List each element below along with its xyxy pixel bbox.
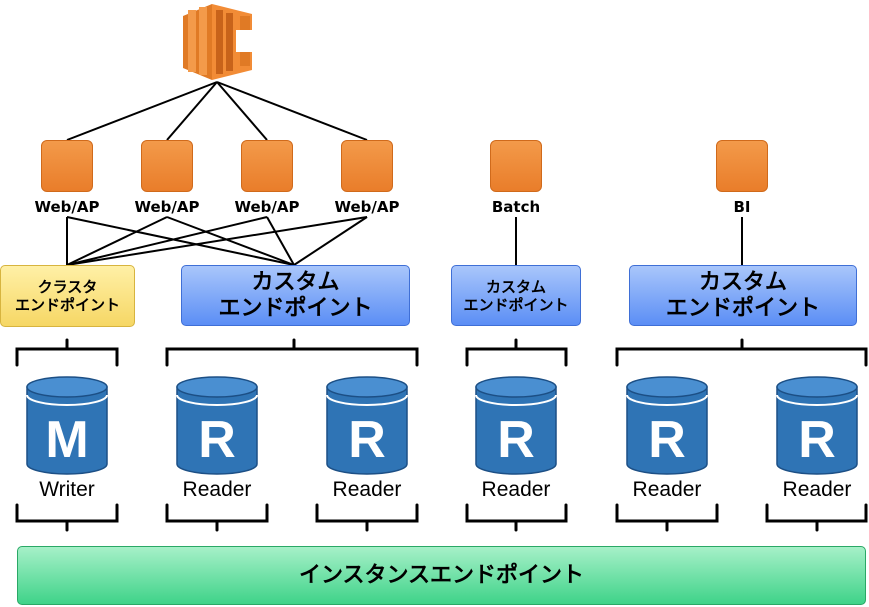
- instance-1-role: Writer: [39, 478, 95, 501]
- instance-3-role: Reader: [332, 478, 402, 501]
- custom-endpoint-1-line2: エンドポイント: [218, 295, 373, 321]
- webap-node-3-label: Web/AP: [234, 198, 300, 216]
- lb-to-webap-1-line: [66, 81, 218, 141]
- webap-node-2-icon[interactable]: [141, 140, 193, 192]
- webap-node-2-label: Web/AP: [134, 198, 200, 216]
- load-balancer-icon[interactable]: [183, 4, 252, 80]
- custom-endpoint-1-line1: カスタム: [251, 269, 340, 295]
- webap-2-to-cluster-line: [66, 216, 168, 266]
- webap-4-to-cluster-line: [66, 216, 368, 266]
- database-6-letter: R: [798, 411, 836, 469]
- brace-bottom-1: [15, 503, 119, 532]
- bottom-braces: [15, 503, 868, 532]
- instance-endpoint[interactable]: インスタンスエンドポイント: [17, 546, 866, 605]
- brace-bottom-2: [165, 503, 269, 532]
- instance-2-role: Reader: [182, 478, 252, 501]
- webap-3-to-custom1-line: [266, 216, 295, 266]
- instance-5-role: Reader: [632, 478, 702, 501]
- batch-node-label: Batch: [491, 198, 541, 216]
- brace-bottom-6: [765, 503, 868, 532]
- webap-1-to-custom1-line: [66, 216, 295, 266]
- custom-endpoint-2-line1: カスタム: [485, 277, 546, 296]
- webap-node-4-icon[interactable]: [341, 140, 393, 192]
- brace-top-custom1: [165, 338, 419, 367]
- instance-4-role: Reader: [481, 478, 551, 501]
- connection-lines: [66, 81, 743, 266]
- lb-to-webap-2-line: [166, 81, 218, 141]
- webap-4-to-custom1-line: [293, 216, 368, 266]
- custom-endpoint-3[interactable]: カスタム エンドポイント: [629, 265, 857, 326]
- custom-endpoint-2[interactable]: カスタム エンドポイント: [451, 265, 581, 326]
- brace-bottom-4: [465, 503, 568, 532]
- webap-node-4-label: Web/AP: [334, 198, 400, 216]
- database-5-letter: R: [648, 411, 686, 469]
- database-6-icon[interactable]: R: [776, 376, 858, 475]
- brace-top-custom3: [615, 338, 868, 367]
- database-5-icon[interactable]: R: [626, 376, 708, 475]
- instance-endpoint-label: インスタンスエンドポイント: [298, 562, 585, 588]
- custom-endpoint-2-line2: エンドポイント: [463, 295, 569, 314]
- custom-endpoint-3-line1: カスタム: [698, 269, 787, 295]
- webap-2-to-custom1-line: [166, 216, 295, 266]
- custom-endpoint-3-line2: エンドポイント: [665, 295, 820, 321]
- database-4-icon[interactable]: R: [475, 376, 557, 475]
- database-1-letter: M: [45, 411, 88, 469]
- custom-endpoint-1[interactable]: カスタム エンドポイント: [181, 265, 410, 326]
- bi-node-icon[interactable]: [716, 140, 768, 192]
- webap-node-1-icon[interactable]: [41, 140, 93, 192]
- top-braces: [15, 338, 868, 367]
- database-2-letter: R: [198, 411, 236, 469]
- bi-node-label: BI: [733, 198, 751, 216]
- lb-to-webap-3-line: [216, 81, 268, 141]
- brace-bottom-5: [615, 503, 719, 532]
- batch-node-icon[interactable]: [490, 140, 542, 192]
- database-3-letter: R: [348, 411, 386, 469]
- brace-bottom-3: [315, 503, 419, 532]
- lb-to-webap-4-line: [216, 81, 368, 141]
- cluster-endpoint-line1: クラスタ: [37, 278, 98, 296]
- cluster-endpoint[interactable]: クラスタ エンドポイント: [0, 265, 135, 327]
- instance-6-role: Reader: [782, 478, 852, 501]
- database-1-icon[interactable]: M: [26, 376, 108, 475]
- webap-3-to-cluster-line: [66, 216, 268, 266]
- brace-top-custom2: [465, 338, 568, 367]
- webap-node-3-icon[interactable]: [241, 140, 293, 192]
- webap-node-1-label: Web/AP: [34, 198, 100, 216]
- database-2-icon[interactable]: R: [176, 376, 258, 475]
- database-4-letter: R: [497, 411, 535, 469]
- brace-top-writer: [15, 338, 119, 367]
- database-3-icon[interactable]: R: [326, 376, 408, 475]
- cluster-endpoint-line2: エンドポイント: [14, 296, 120, 314]
